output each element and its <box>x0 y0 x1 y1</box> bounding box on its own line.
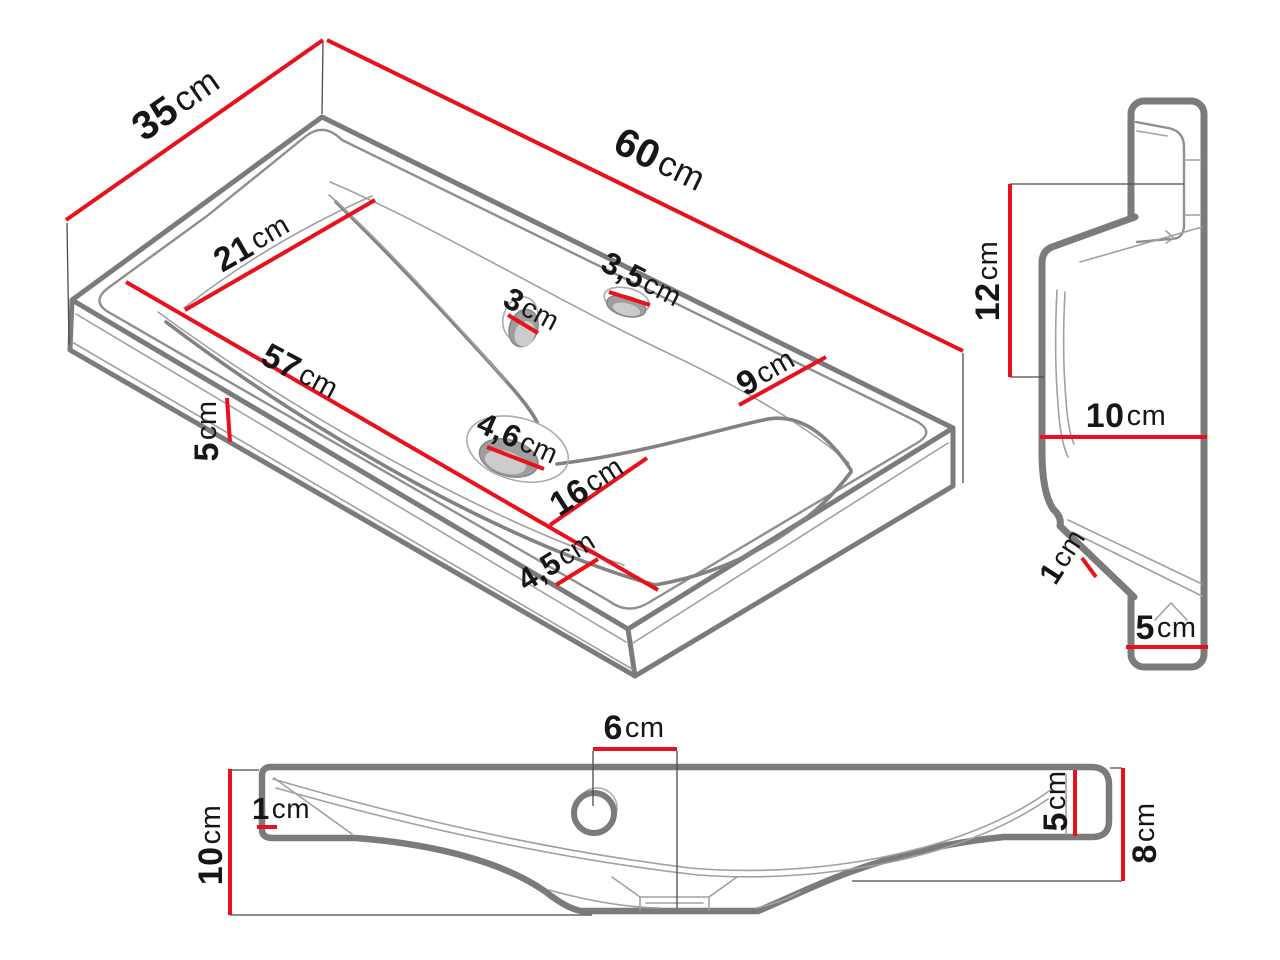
dim-label-front-1cm: 1cm <box>252 791 310 826</box>
dim-label-apron-5cm: 5cm <box>188 400 226 461</box>
dim-label-12cm: 12cm <box>969 241 1007 322</box>
dimension-line <box>608 290 651 307</box>
profile-contour <box>1038 213 1139 601</box>
isometric-view: 35cm 60cm 21cm 57cm 3cm 3,5cm 9cm <box>64 38 964 679</box>
extension-line <box>1010 183 1184 378</box>
extension-line <box>66 41 324 346</box>
front-left-wall-inner <box>273 777 353 835</box>
front-inner-details <box>272 773 1067 911</box>
dim-front-tap-offset-6cm: 6cm <box>592 709 678 908</box>
dim-front-height-10cm: 10cm <box>192 769 592 916</box>
dimension-line <box>738 355 827 407</box>
dimension-line <box>548 456 649 527</box>
dimension-line <box>506 313 540 335</box>
foot-wedge <box>1154 601 1188 621</box>
dim-side-foot-5cm: 5cm <box>1126 609 1208 649</box>
dim-iso-apron-5cm: 5cm <box>188 397 232 462</box>
dimension-line <box>486 445 545 471</box>
basin-outer-contour <box>67 114 956 679</box>
dim-label-front-5cm: 5cm <box>1037 770 1075 831</box>
bowl-front-crease <box>164 320 853 587</box>
extension-line <box>852 767 1122 882</box>
front-foot-highlights <box>548 889 801 909</box>
dimension-line <box>183 198 377 312</box>
side-back-wall <box>1127 97 1208 671</box>
dim-label-side-5cm: 5cm <box>1135 609 1196 647</box>
recess-details <box>1136 130 1202 244</box>
side-mount-recess <box>1134 120 1202 244</box>
dimension-line <box>64 38 325 222</box>
dim-label-35cm: 35cm <box>124 58 228 149</box>
dim-label-8cm: 8cm <box>1126 802 1164 863</box>
dim-front-wall-1cm: 1cm <box>252 791 310 829</box>
drain-outer-ring <box>466 415 570 483</box>
overflow-hole-highlight <box>612 302 641 317</box>
dimension-line <box>554 557 600 587</box>
side-basin-profile <box>1038 213 1203 621</box>
dimension-line <box>1080 556 1098 579</box>
basin-rim-edges <box>69 297 956 679</box>
dimension-line <box>326 38 964 353</box>
profile-fill <box>1042 216 1136 598</box>
recess-outline <box>1134 120 1186 244</box>
apron-chamfer-left-low <box>71 341 633 670</box>
dim-label-front-10cm: 10cm <box>192 805 230 886</box>
front-tap-hole-opening <box>571 790 617 836</box>
dim-label-side-10cm: 10cm <box>1086 397 1167 435</box>
dim-front-right-inner-5cm: 5cm <box>1037 770 1077 836</box>
dim-side-depth-10cm: 10cm <box>1040 397 1207 439</box>
dimension-line <box>124 280 660 592</box>
side-view: 12cm 10cm 1cm 5cm <box>969 97 1208 671</box>
bowl-left-edge <box>183 195 373 309</box>
apron-chamfer-right <box>632 442 949 644</box>
front-contour <box>258 763 1113 915</box>
basin-body <box>67 114 956 679</box>
dimension-line <box>225 397 232 443</box>
front-view: 10cm 1cm 6cm 5cm 8cm <box>192 709 1164 916</box>
dim-front-right-height-8cm: 8cm <box>852 767 1164 882</box>
bowl-front-highlight <box>157 311 625 566</box>
dim-label-60cm: 60cm <box>607 119 713 201</box>
front-tap-hole <box>571 787 618 836</box>
apron-chamfer-left <box>75 313 627 643</box>
bowl-floor-crease <box>555 416 853 472</box>
front-bowl-curves <box>272 778 1053 878</box>
inner-rim <box>98 128 928 610</box>
dim-side-upper-12cm: 12cm <box>969 183 1184 378</box>
extension-line <box>592 751 678 908</box>
extension-line <box>230 769 592 916</box>
front-drain-boss <box>611 876 738 911</box>
bowl-back-edge <box>329 181 850 464</box>
dim-label-6cm: 6cm <box>603 709 664 747</box>
